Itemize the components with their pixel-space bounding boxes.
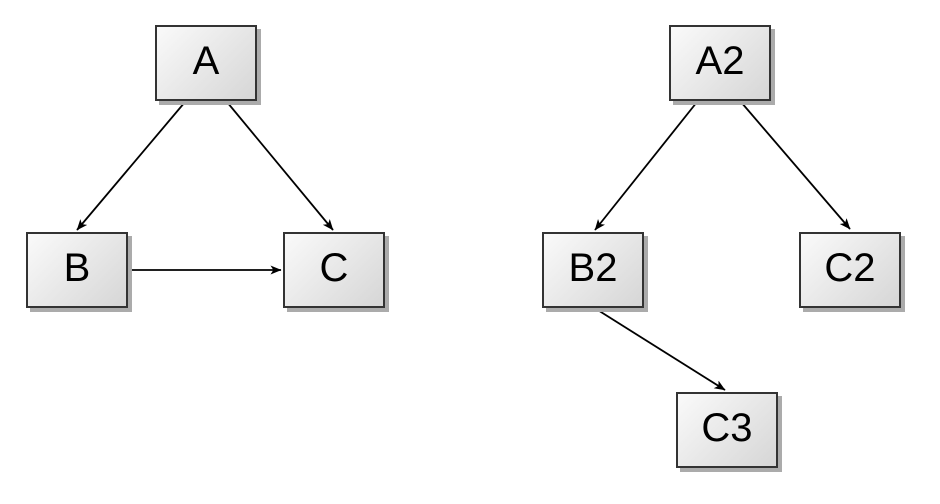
edge-A2-B2[interactable] <box>594 101 698 231</box>
node-C[interactable]: C <box>283 232 385 308</box>
node-label: C <box>319 246 349 290</box>
node-label: B <box>63 246 91 290</box>
node-label: A <box>192 39 220 83</box>
node-label: C2 <box>824 246 876 290</box>
node-C3[interactable]: C3 <box>676 392 778 468</box>
node-label: A2 <box>695 39 745 83</box>
edge-A2-C2[interactable] <box>740 101 851 230</box>
node-A[interactable]: A <box>155 25 257 101</box>
node-label: B2 <box>568 246 618 290</box>
edge-A-B[interactable] <box>76 101 186 231</box>
edge-B2-C3[interactable] <box>592 306 726 391</box>
node-B2[interactable]: B2 <box>542 232 644 308</box>
node-A2[interactable]: A2 <box>669 25 771 101</box>
node-B[interactable]: B <box>26 232 128 308</box>
node-C2[interactable]: C2 <box>799 232 901 308</box>
edge-A-C[interactable] <box>226 101 334 231</box>
node-label: C3 <box>701 406 753 450</box>
